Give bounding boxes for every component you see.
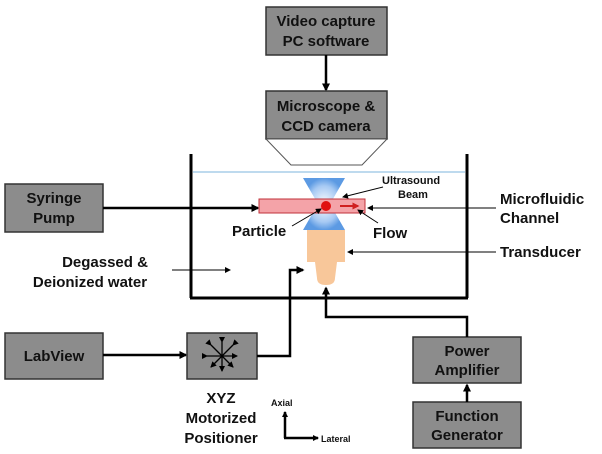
power-amplifier-box: Power Amplifier [412, 336, 522, 384]
axis-indicator [282, 411, 319, 441]
video-capture-label-2: PC software [283, 33, 370, 50]
arrow-particle-label [291, 208, 322, 227]
transducer [307, 230, 345, 285]
syringe-pump-box: Syringe Pump [4, 183, 104, 233]
power-label-2: Amplifier [434, 362, 499, 379]
particle-dot [321, 201, 331, 211]
microscope-box: Microscope & CCD camera [265, 90, 388, 140]
microfluidic-label-2: Channel [500, 210, 559, 227]
microfluidic-channel [258, 198, 366, 214]
syringe-label-2: Pump [33, 210, 75, 227]
ultrasound-beam-label-1: Ultrasound [382, 175, 440, 187]
positioner-box [186, 332, 258, 380]
crosshair-arrows-icon [202, 337, 239, 372]
arrow-flow-label [357, 209, 379, 224]
water-label-2: Deionized water [33, 274, 147, 291]
objective-lens [264, 138, 389, 166]
video-capture-label-1: Video capture [277, 13, 376, 30]
water-tank [189, 154, 469, 300]
particle-label: Particle [232, 223, 286, 240]
water-label-1: Degassed & [62, 254, 148, 271]
microscope-label-1: Microscope & [277, 98, 376, 115]
microscope-label-2: CCD camera [281, 118, 371, 135]
lateral-label: Lateral [321, 434, 351, 444]
arrow-amplifier-to-transducer [322, 286, 469, 337]
microfluidic-label-1: Microfluidic [500, 191, 584, 208]
xyz-label-3: Positioner [184, 430, 258, 447]
syringe-label-1: Syringe [26, 190, 81, 207]
function-generator-box: Function Generator [412, 401, 522, 449]
function-label-2: Generator [431, 427, 503, 444]
xyz-label-1: XYZ [206, 390, 235, 407]
labview-label: LabView [24, 348, 85, 365]
arrow-ultrasound-label [342, 186, 384, 199]
function-label-1: Function [435, 408, 498, 425]
labview-box: LabView [4, 332, 104, 380]
transducer-label: Transducer [500, 244, 581, 261]
arrow-positioner-to-transducer [257, 266, 305, 358]
video-capture-box: Video capture PC software [265, 6, 388, 56]
xyz-label-2: Motorized [186, 410, 257, 427]
flow-label: Flow [373, 225, 407, 242]
ultrasound-beam-label-2: Beam [398, 189, 428, 201]
axial-label: Axial [271, 398, 293, 408]
power-label-1: Power [444, 343, 489, 360]
